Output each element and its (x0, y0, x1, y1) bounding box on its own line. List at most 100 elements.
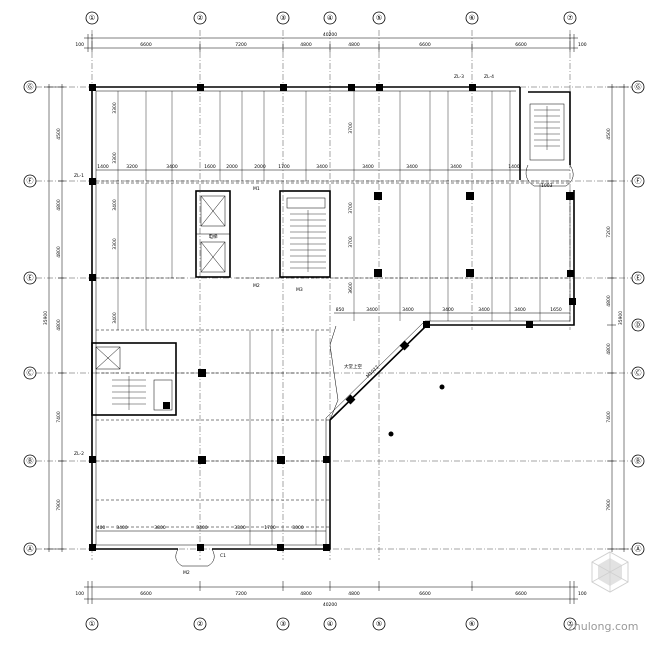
inner2-1: 3400 (366, 307, 378, 313)
axis-top-5: ⑤ (372, 11, 386, 25)
top-dim-6: 6600 (515, 42, 527, 48)
innerb-6: 3000 (292, 525, 304, 531)
right-dim-4: 7400 (606, 411, 612, 423)
left-dim-2: 4800 (56, 246, 62, 258)
inner2-2: 3400 (402, 307, 414, 313)
svg-text:⑦: ⑦ (567, 14, 573, 22)
axis-bubbles-right: Ⓖ Ⓕ Ⓔ Ⓓ Ⓒ Ⓑ Ⓐ (631, 80, 645, 556)
left-dim-5: 7900 (56, 499, 62, 511)
right-dim-1: 7200 (606, 226, 612, 238)
top-total-dim: 40200 (323, 32, 337, 38)
inner-dims-bottom: 400 3400 3800 3400 3300 1700 3000 (96, 525, 326, 532)
innerb-4: 3300 (234, 525, 246, 531)
svg-text:⑤: ⑤ (376, 620, 382, 628)
axis-bubbles-left: Ⓖ Ⓕ Ⓔ Ⓒ Ⓑ Ⓐ (23, 80, 37, 556)
inner-dims-row2: 850 3400 3400 3400 3400 3400 1650 (334, 307, 570, 314)
left-stair (91, 342, 177, 416)
beam-lines (96, 180, 570, 528)
inner2-3: 3400 (442, 307, 454, 313)
axis-bubbles-top: ① ② ③ ④ ⑤ ⑥ ⑦ (85, 11, 577, 25)
bottom-dim-6: 6600 (515, 591, 527, 597)
vdim-l-4: 3400 (112, 312, 118, 324)
axis-right-e: Ⓔ (631, 271, 645, 285)
svg-text:④: ④ (327, 620, 333, 628)
inner1-6: 1700 (278, 164, 290, 170)
svg-text:Ⓖ: Ⓖ (635, 83, 642, 91)
watermark-logo (591, 551, 629, 593)
corner-code-label: 1003 (541, 183, 553, 189)
top-dim-0: 100 (75, 42, 84, 48)
vdim-m-0: 3700 (348, 122, 354, 134)
axis-bottom-7: ⑦ (563, 617, 577, 631)
elevator-label: 电梯 (209, 233, 218, 240)
bottom-dim-5: 6600 (419, 591, 431, 597)
door-m1: M1 (253, 186, 260, 192)
bottom-dim-7: 100 (578, 591, 587, 597)
inner1-0: 1400 (97, 164, 109, 170)
svg-text:④: ④ (327, 14, 333, 22)
vdim-l-0: 3300 (112, 102, 118, 114)
left-dim-4: 7400 (56, 411, 62, 423)
vdim-m-1: 3700 (348, 202, 354, 214)
tags: ZL-1 ZL-2 ZL-3 ZL-4 M1 M2 M3 C1 M2 (74, 74, 494, 576)
vdim-l-1: 3300 (112, 152, 118, 164)
inner1-8: 3400 (362, 164, 374, 170)
axis-bottom-1: ① (85, 617, 99, 631)
axis-top-4: ④ (323, 11, 337, 25)
inner1-11: 1400 (508, 164, 520, 170)
inner1-10: 3400 (450, 164, 462, 170)
left-dim-3: 4800 (56, 319, 62, 331)
axis-right-f: Ⓕ (631, 174, 645, 188)
axis-right-c: Ⓒ (631, 366, 645, 380)
svg-text:Ⓕ: Ⓕ (27, 177, 34, 185)
tag-zl2: ZL-2 (74, 451, 84, 457)
top-dim-7: 100 (578, 42, 587, 48)
svg-text:⑥: ⑥ (469, 14, 475, 22)
tag-zl3: ZL-3 (454, 74, 464, 80)
axis-right-d: Ⓓ (631, 318, 645, 332)
exterior-walls (91, 86, 575, 567)
innerb-2: 3800 (154, 525, 166, 531)
inner2-6: 1650 (550, 307, 562, 313)
svg-text:Ⓑ: Ⓑ (27, 457, 34, 465)
axis-top-1: ① (85, 11, 99, 25)
svg-text:⑥: ⑥ (469, 620, 475, 628)
top-dim-5: 6600 (419, 42, 431, 48)
inner1-4: 2000 (226, 164, 238, 170)
door-m2: M2 (253, 283, 260, 289)
svg-text:②: ② (197, 620, 203, 628)
axis-left-b: Ⓑ (23, 454, 37, 468)
axis-right-a: Ⓐ (631, 542, 645, 556)
svg-text:⑤: ⑤ (376, 14, 382, 22)
svg-text:③: ③ (280, 14, 286, 22)
axis-top-2: ② (193, 11, 207, 25)
left-dim-0: 4500 (56, 128, 62, 140)
vertical-inner-dims: 3300 3300 3400 3300 3400 3700 3700 3700 … (112, 102, 354, 324)
axis-bottom-4: ④ (323, 617, 337, 631)
svg-text:Ⓔ: Ⓔ (635, 274, 642, 282)
right-dim-2: 4800 (606, 295, 612, 307)
axis-left-g: Ⓖ (23, 80, 37, 94)
svg-text:Ⓒ: Ⓒ (27, 369, 34, 377)
right-dim-0: 4500 (606, 128, 612, 140)
bottom-code: M2 (183, 570, 190, 576)
inner1-2: 3400 (166, 164, 178, 170)
axis-left-c: Ⓒ (23, 366, 37, 380)
bottom-dim-3: 4800 (300, 591, 312, 597)
svg-text:Ⓐ: Ⓐ (27, 545, 34, 553)
innerb-1: 3400 (116, 525, 128, 531)
axis-right-g: Ⓖ (631, 80, 645, 94)
bottom-dimension-chain: 100 6600 7200 4800 4800 6600 6600 100 40… (75, 581, 587, 608)
main-stair (279, 190, 331, 278)
top-dim-3: 4800 (300, 42, 312, 48)
window-c1: C1 (220, 553, 226, 559)
bottom-dim-4: 4800 (348, 591, 360, 597)
bottom-total-dim: 40200 (323, 602, 337, 608)
axis-right-b: Ⓑ (631, 454, 645, 468)
vdim-l-3: 3300 (112, 238, 118, 250)
svg-text:⑦: ⑦ (567, 620, 573, 628)
left-dim-1: 4800 (56, 199, 62, 211)
innerb-3: 3400 (196, 525, 208, 531)
axis-bottom-3: ③ (276, 617, 290, 631)
tag-zl1: ZL-1 (74, 173, 84, 179)
